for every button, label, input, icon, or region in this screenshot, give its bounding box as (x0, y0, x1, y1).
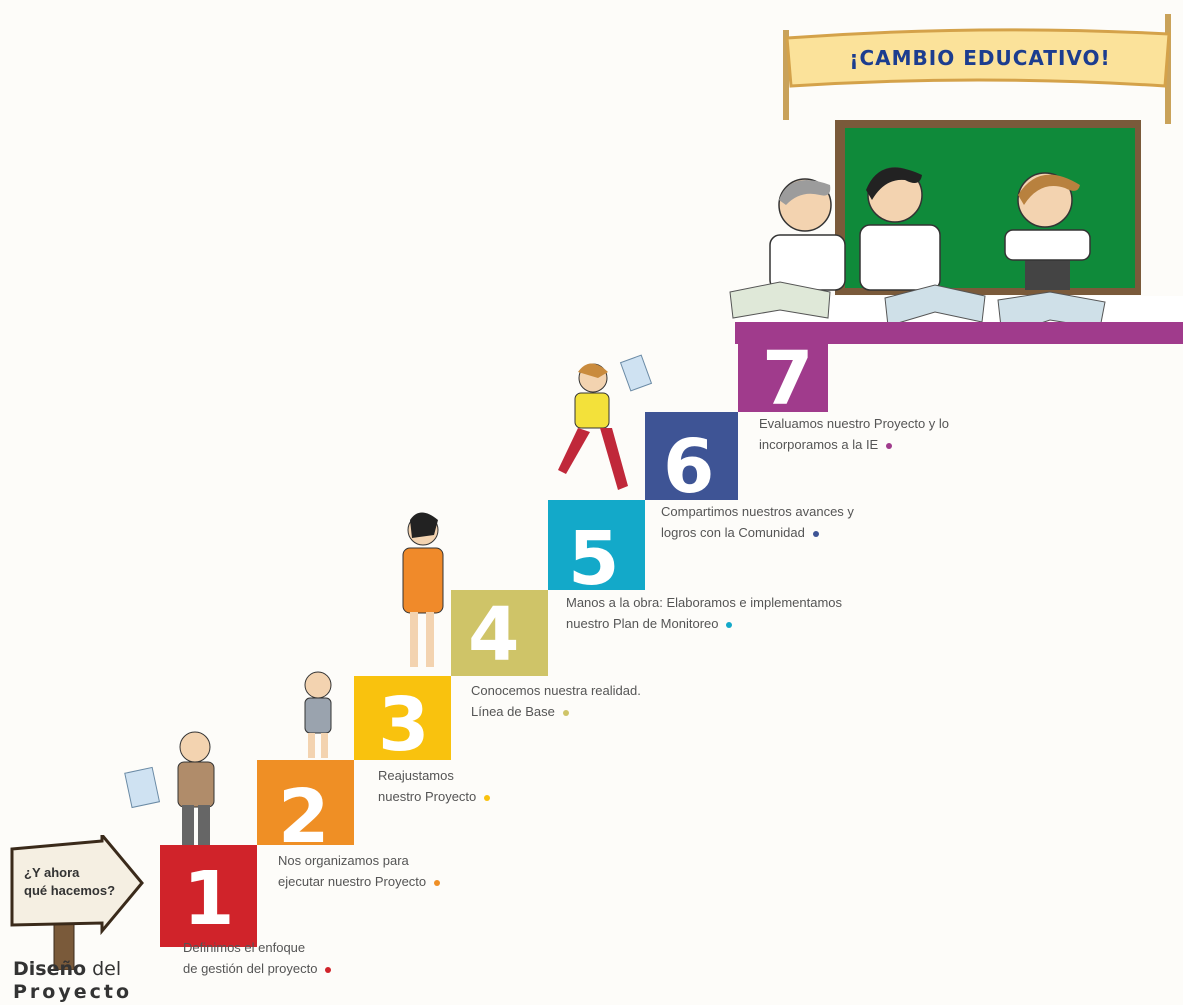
footer-title-line2: Proyecto (13, 981, 133, 1003)
step-4-bullet-icon (562, 709, 569, 716)
banner-title: ¡CAMBIO EDUCATIVO! (849, 46, 1111, 70)
step-5-block (548, 500, 645, 590)
step-2-label: Nos organizamos para ejecutar nuestro Pro… (278, 850, 441, 892)
signpost-line-2: qué hacemos? (24, 883, 116, 898)
step-7-bullet-icon (886, 442, 893, 449)
signpost-line-1: ¿Y ahora (24, 865, 80, 880)
step-7-label: Evaluamos nuestro Proyecto y lo incorpora… (759, 413, 949, 455)
step-2-label-line-1: Nos organizamos para (278, 853, 409, 868)
step-7-number: 7 (762, 336, 814, 422)
step-7-label-line-1: Evaluamos nuestro Proyecto y lo (759, 416, 950, 431)
step-2-label-line-2: ejecutar nuestro Proyecto (278, 871, 441, 892)
step-5-label: Manos a la obra: Elaboramos e implementa… (566, 592, 842, 634)
signpost-icon (10, 835, 144, 970)
step-3-block (354, 676, 451, 760)
step-5-number: 5 (568, 516, 620, 602)
step-2-block (257, 760, 354, 845)
step-3-label: Reajustamos nuestro Proyecto (378, 765, 491, 807)
step-5-label-line-1: Manos a la obra: Elaboramos e implementa… (566, 595, 843, 610)
step-4-number: 4 (468, 592, 520, 678)
footer-title: Diseño del Proyecto (13, 958, 132, 1004)
step-6-label: Compartimos nuestros avances y logros con… (661, 501, 854, 543)
step-7-label-line-2: incorporamos a la IE (759, 434, 949, 455)
step-7-block (738, 330, 828, 412)
step-1-label-line-1: Definimos el enfoque (183, 940, 306, 955)
step-4-label-line-2: Línea de Base (471, 701, 641, 722)
step-1-block (160, 845, 257, 947)
step-1-number: 1 (183, 856, 235, 942)
step-4-block (451, 590, 548, 676)
step-3-label-line-2: nuestro Proyecto (378, 786, 491, 807)
step-3-bullet-icon (484, 794, 491, 801)
step-4-label: Conocemos nuestra realidad. Línea de Base (471, 680, 641, 722)
footer-title-bold: Diseño (13, 958, 87, 980)
step-4-label-line-1: Conocemos nuestra realidad. (471, 683, 641, 698)
step-3-number: 3 (378, 682, 430, 768)
step-6-block (645, 412, 738, 500)
signpost-text: ¿Y ahora qué hacemos? (24, 864, 115, 900)
step-6-bullet-icon (812, 530, 819, 537)
step-5-bullet-icon (726, 621, 733, 628)
step-1-bullet-icon (325, 966, 332, 973)
step-6-label-line-2: logros con la Comunidad (661, 522, 854, 543)
step-6-label-line-1: Compartimos nuestros avances y (661, 504, 854, 519)
step-3-label-line-1: Reajustamos (378, 768, 454, 783)
step-1-label-line-2: de gestión del proyecto (183, 958, 332, 979)
step-2-number: 2 (278, 774, 330, 860)
step-6-number: 6 (663, 424, 715, 510)
banner-scroll (785, 28, 1171, 88)
step-1-label: Definimos el enfoque de gestión del proye… (183, 937, 332, 979)
step-5-label-line-2: nuestro Plan de Monitoreo (566, 613, 842, 634)
footer-title-rest: del (86, 958, 122, 980)
step-2-bullet-icon (434, 879, 441, 886)
